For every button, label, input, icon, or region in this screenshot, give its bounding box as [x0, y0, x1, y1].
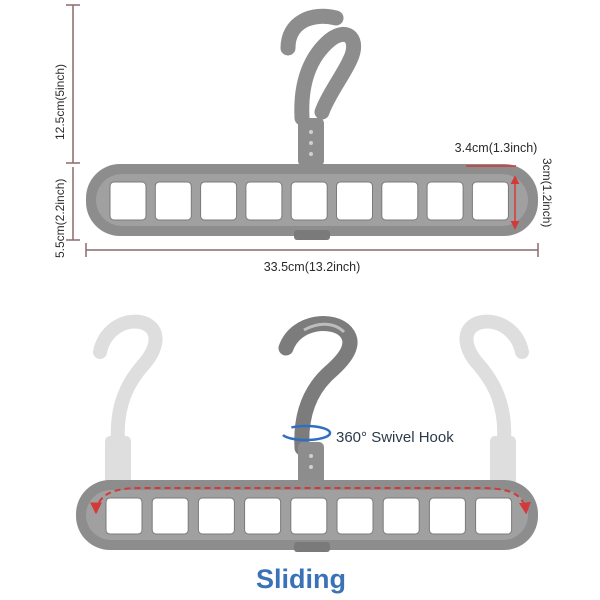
hanger-hole [428, 497, 466, 535]
bidirectional-arrow-icon [90, 487, 531, 515]
hanger-hole [109, 181, 147, 221]
left-swivel-hook-ghost [93, 314, 163, 486]
hanger-hole [200, 181, 238, 221]
top-hanger-holes [109, 181, 509, 221]
swivel-hook-label: 360° Swivel Hook [336, 429, 454, 446]
hanger-hole [290, 497, 328, 535]
hanger-hole [105, 497, 143, 535]
hanger-hole [336, 497, 374, 535]
hole-height-label: 3cm(1.2inch) [540, 158, 554, 227]
hanger-hole [382, 497, 420, 535]
hook-height-label: 12.5cm(5inch) [53, 64, 67, 140]
hanger-hole [245, 181, 283, 221]
right-swivel-hook-ghost [459, 314, 529, 486]
hanger-hole [475, 497, 513, 535]
center-swivel-hook [278, 316, 358, 484]
top-hanger-hook [280, 8, 362, 166]
hanger-hole [244, 497, 282, 535]
feature-diagram: 360° Swivel Hook Sliding [76, 314, 538, 594]
bottom-hanger-body [76, 480, 538, 552]
hanger-hole [290, 181, 328, 221]
hanger-hole [381, 181, 419, 221]
hanger-hole [426, 181, 464, 221]
hanger-hole [154, 181, 192, 221]
rotate-arrows-icon [280, 424, 332, 442]
hole-width-label: 3.4cm(1.3inch) [455, 141, 538, 155]
hanger-hole [336, 181, 373, 221]
hanger-hole [197, 497, 235, 535]
dimension-diagram: 12.5cm(5inch) 5.5cm(2.2inch) 33.5cm(13.2… [53, 4, 554, 274]
total-length-label: 33.5cm(13.2inch) [264, 260, 361, 274]
bottom-hanger-holes [105, 497, 513, 535]
top-hanger-body [86, 164, 538, 240]
hanger-hole [471, 181, 509, 221]
hanger-hole [151, 497, 189, 535]
body-height-label: 5.5cm(2.2inch) [53, 179, 67, 258]
sliding-label: Sliding [256, 564, 346, 594]
